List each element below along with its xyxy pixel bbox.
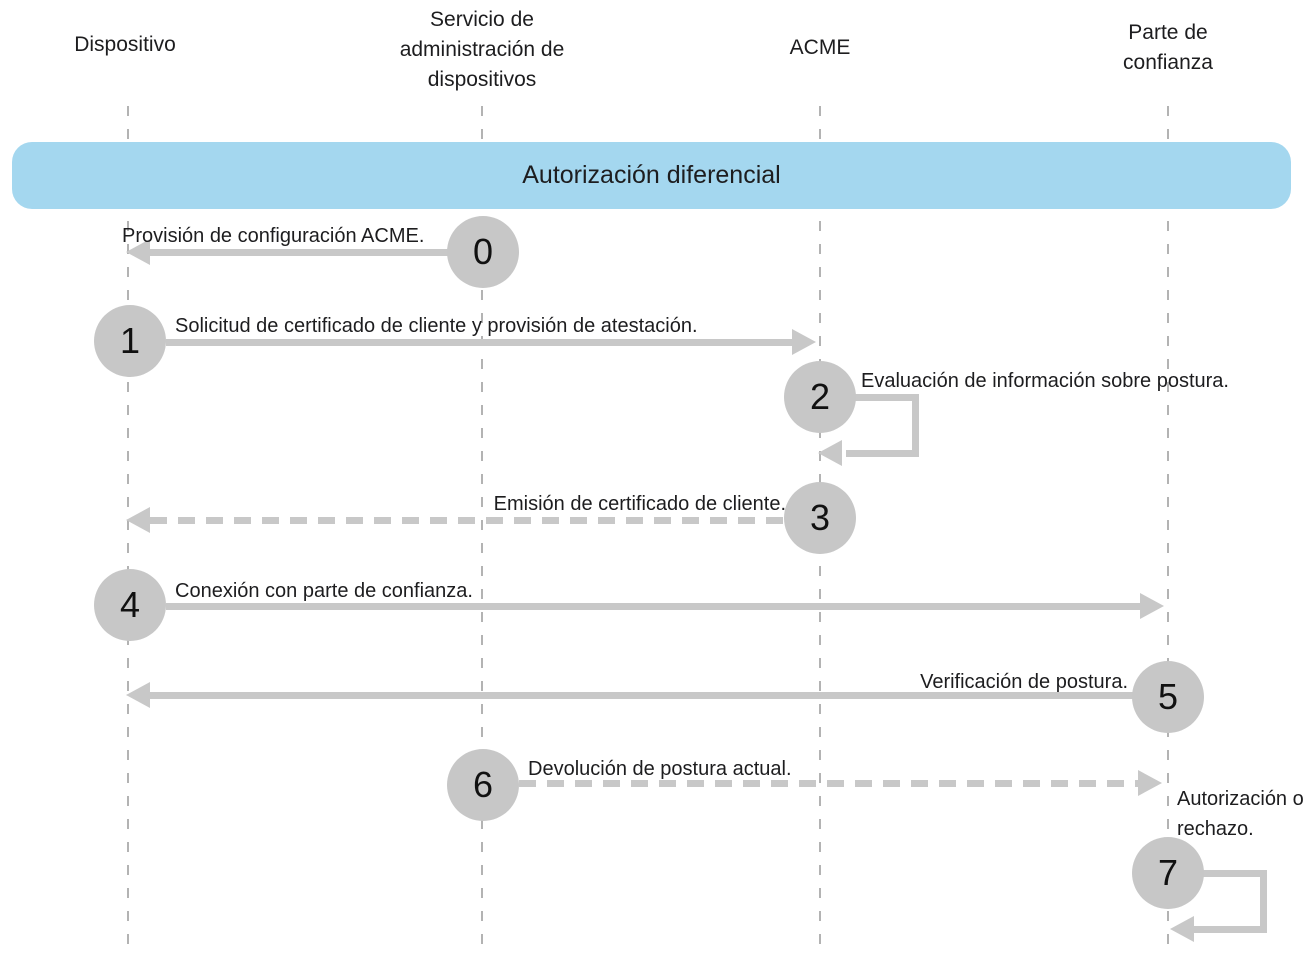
actor-header-servicio-administracion: Servicio de administración de dispositiv… xyxy=(399,8,565,91)
step-badge-3: 3 xyxy=(784,482,856,554)
arrowhead-right-icon xyxy=(1138,770,1162,796)
step-number-2: 2 xyxy=(809,376,831,417)
actor-header-acme: ACME xyxy=(789,36,851,59)
lifeline-parte-de-confianza xyxy=(1167,106,1169,952)
step-label-4: Conexión con parte de confianza. xyxy=(175,580,473,602)
step-label-5: Verificación de postura. xyxy=(920,671,1128,693)
step-badge-5: 5 xyxy=(1132,661,1204,733)
message-arrow-shaft-6 xyxy=(519,780,1140,787)
self-loop-arrow-7 xyxy=(1194,870,1267,933)
actor-header-parte-de-confianza: Parte de confianza xyxy=(1123,21,1213,74)
step-number-3: 3 xyxy=(809,497,831,538)
step-number-7: 7 xyxy=(1157,852,1179,893)
arrowhead-right-icon xyxy=(1140,593,1164,619)
step-badge-0: 0 xyxy=(447,216,519,288)
step-number-4: 4 xyxy=(119,584,141,625)
arrowhead-left-icon xyxy=(126,682,150,708)
step-number-5: 5 xyxy=(1157,676,1179,717)
step-label-0: Provisión de configuración ACME. xyxy=(122,225,425,247)
arrowhead-left-icon xyxy=(126,239,150,265)
step-badge-4: 4 xyxy=(94,569,166,641)
step-label-6: Devolución de postura actual. xyxy=(528,758,792,780)
self-loop-arrow-2 xyxy=(846,394,919,457)
step-number-6: 6 xyxy=(472,764,494,805)
arrowhead-right-icon xyxy=(792,329,816,355)
step-label-2: Evaluación de información sobre postura. xyxy=(861,370,1229,392)
message-arrow-shaft-0 xyxy=(150,249,452,256)
title-banner: Autorización diferencial xyxy=(12,142,1291,209)
lifeline-servicio-administracion xyxy=(481,106,483,952)
step-label-3: Emisión de certificado de cliente. xyxy=(493,493,786,515)
message-arrow-shaft-3 xyxy=(150,517,786,524)
step-badge-6: 6 xyxy=(447,749,519,821)
message-arrow-shaft-5 xyxy=(150,692,1134,699)
message-arrow-shaft-4 xyxy=(166,603,1142,610)
actor-header-dispositivo: Dispositivo xyxy=(74,33,176,56)
step-label-1: Solicitud de certificado de cliente y pr… xyxy=(175,315,698,337)
step-badge-1: 1 xyxy=(94,305,166,377)
arrowhead-left-icon xyxy=(818,440,842,466)
step-label-7: Autorización o rechazo. xyxy=(1177,788,1303,840)
step-number-1: 1 xyxy=(119,320,141,361)
message-arrow-shaft-1 xyxy=(166,339,794,346)
step-badge-7: 7 xyxy=(1132,837,1204,909)
arrowhead-left-icon xyxy=(126,507,150,533)
step-badge-2: 2 xyxy=(784,361,856,433)
title-banner-label: Autorización diferencial xyxy=(522,161,781,189)
arrowhead-left-icon xyxy=(1170,916,1194,942)
step-number-0: 0 xyxy=(472,231,494,272)
